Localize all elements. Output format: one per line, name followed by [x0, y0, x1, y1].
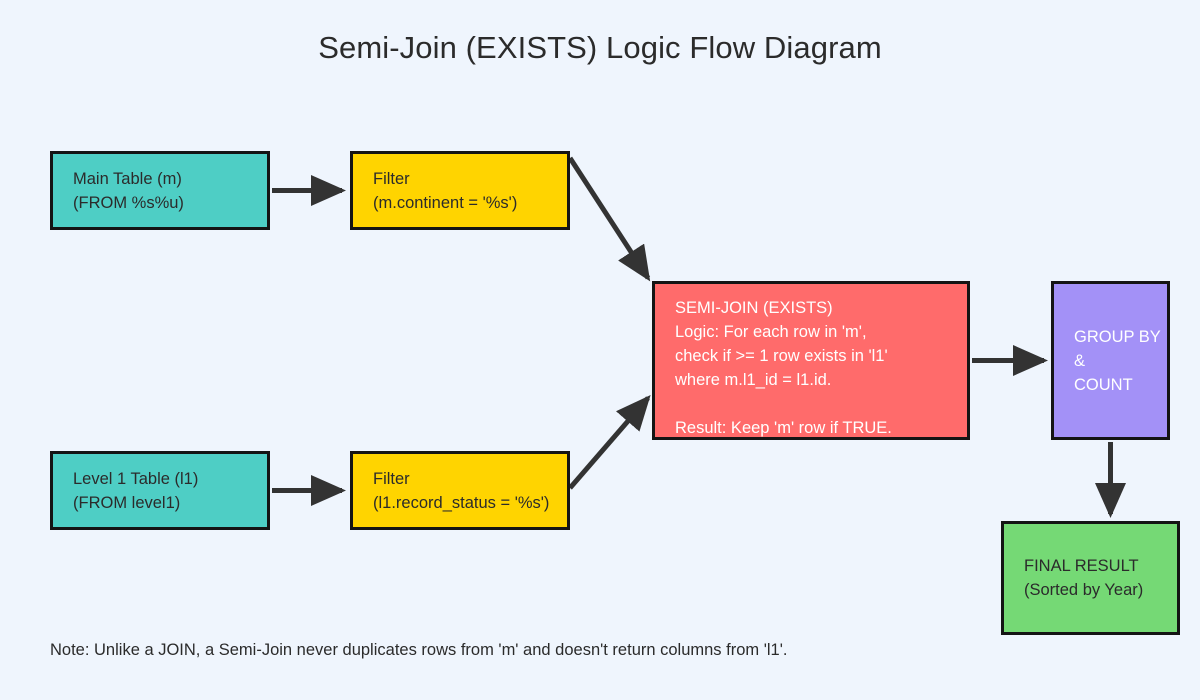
node-group-by-line1: GROUP BY — [1074, 327, 1161, 346]
node-semi-join[interactable]: SEMI-JOIN (EXISTS) Logic: For each row i… — [652, 281, 970, 440]
node-semi-join-line5 — [675, 392, 967, 416]
footer-note: Note: Unlike a JOIN, a Semi-Join never d… — [50, 641, 788, 659]
node-group-by-line2: & — [1074, 351, 1086, 370]
node-semi-join-line6: Result: Keep 'm' row if TRUE. — [675, 419, 892, 437]
node-group-by[interactable]: GROUP BY & COUNT — [1051, 281, 1170, 440]
node-main-table-line1: Main Table (m) — [73, 169, 182, 188]
node-level1-table-line1: Level 1 Table (l1) — [73, 469, 199, 488]
node-level1-table[interactable]: Level 1 Table (l1) (FROM level1) — [50, 451, 270, 530]
node-group-by-line3: COUNT — [1074, 375, 1133, 394]
node-level1-table-line2: (FROM level1) — [73, 493, 181, 512]
edge-filter-to-semijoin — [567, 156, 651, 282]
node-semi-join-line1: SEMI-JOIN (EXISTS) — [675, 299, 833, 317]
page-title: Semi-Join (EXISTS) Logic Flow Diagram — [318, 30, 882, 65]
node-final-result[interactable]: FINAL RESULT (Sorted by Year) — [1001, 521, 1180, 635]
node-filter-level1[interactable]: Filter (l1.record_status = '%s') — [350, 451, 570, 530]
node-semi-join-line2: Logic: For each row in 'm', — [675, 323, 867, 341]
node-filter-level1-line1: Filter — [373, 469, 410, 488]
node-main-table-line2: (FROM %s%u) — [73, 193, 184, 212]
node-semi-join-line4: where m.l1_id = l1.id. — [675, 371, 832, 389]
node-final-result-line1: FINAL RESULT — [1024, 557, 1139, 575]
node-final-result-line2: (Sorted by Year) — [1024, 581, 1144, 599]
node-semi-join-line3: check if >= 1 row exists in 'l1' — [675, 347, 888, 365]
node-filter-main-line1: Filter — [373, 169, 410, 188]
node-filter-main-line2: (m.continent = '%s') — [373, 193, 518, 212]
node-filter-main[interactable]: Filter (m.continent = '%s') — [350, 151, 570, 230]
edge-filter2-to-semijoin — [568, 394, 651, 490]
node-main-table[interactable]: Main Table (m) (FROM %s%u) — [50, 151, 270, 230]
node-filter-level1-line2: (l1.record_status = '%s') — [373, 493, 550, 512]
